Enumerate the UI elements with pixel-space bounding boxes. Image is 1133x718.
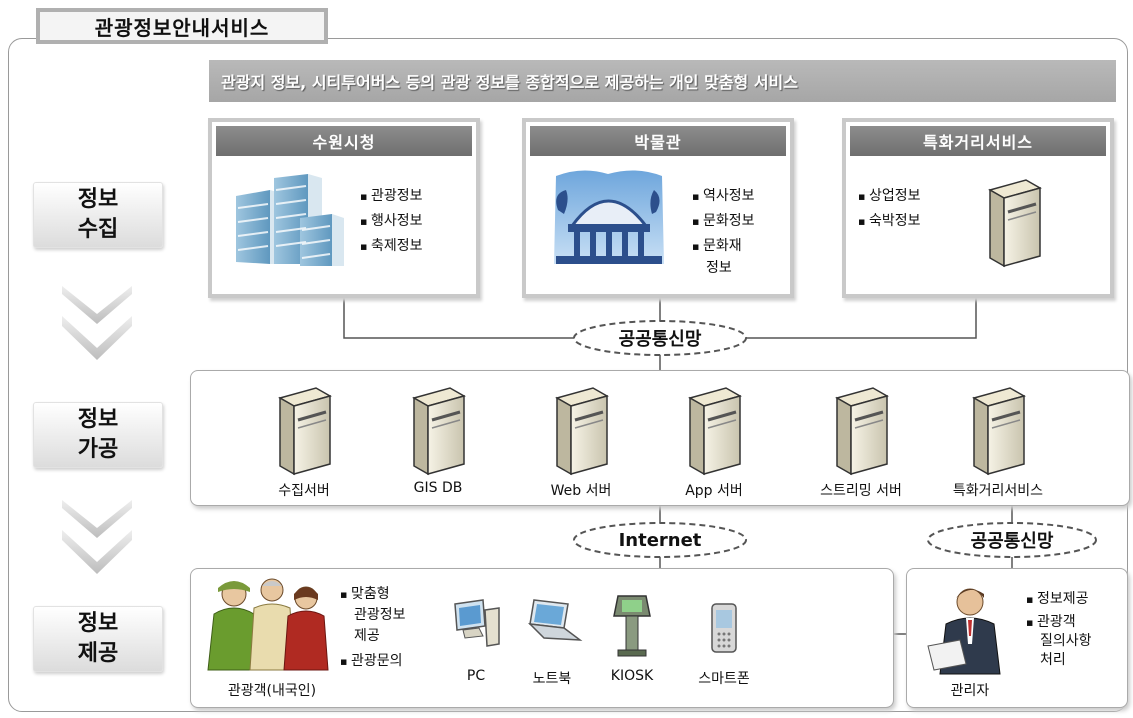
bullet-item: 문화재 xyxy=(692,234,754,259)
source-museum-items: 역사정보 문화정보 문화재 정보 xyxy=(692,184,755,278)
network-internet: Internet xyxy=(618,529,702,551)
pc-icon xyxy=(454,599,500,647)
down-arrow-icon xyxy=(62,500,132,574)
tourists-icon xyxy=(207,578,329,671)
admin-icon xyxy=(927,588,1001,675)
device-label-kiosk: KIOSK xyxy=(610,668,654,684)
bullet-item-cont: 제공 xyxy=(354,628,380,644)
bullet-item: 문화정보 xyxy=(692,209,755,234)
stage-provide-line2: 제공 xyxy=(77,641,119,666)
source-street-items: 상업정보 숙박정보 xyxy=(858,184,921,234)
stage-collect-line2: 수집 xyxy=(77,217,119,242)
tourist-label: 관광객(내국인) xyxy=(227,683,317,699)
bullet-item: 관광정보 xyxy=(360,184,423,209)
server-label: Web 서버 xyxy=(550,483,612,499)
page-title: 관광정보안내서비스 xyxy=(36,8,328,44)
server-label: GIS DB xyxy=(413,480,463,496)
device-label-laptop: 노트북 xyxy=(532,671,572,687)
server-icon xyxy=(278,386,332,476)
server-label: App 서버 xyxy=(685,483,743,499)
bullet-item: 관광문의 xyxy=(340,651,406,672)
kiosk-icon xyxy=(613,595,651,657)
down-arrow-icon xyxy=(62,286,132,360)
source-street-title: 특화거리서비스 xyxy=(850,126,1106,156)
admin-items: 정보제공 관광객 질의사항 처리 xyxy=(1026,590,1092,670)
source-museum-title: 박물관 xyxy=(530,126,786,156)
bullet-item-cont: 관광정보 xyxy=(354,607,406,623)
admin-panel xyxy=(906,568,1128,708)
device-label-pc: PC xyxy=(466,668,486,684)
bullet-item: 맞춤형 xyxy=(340,584,406,605)
server-icon xyxy=(835,386,889,476)
bullet-item: 축제정보 xyxy=(360,234,423,259)
bullet-item-cont: 처리 xyxy=(1040,652,1066,668)
bullet-item: 상업정보 xyxy=(858,184,921,209)
stage-provide-line1: 정보 xyxy=(77,611,119,636)
source-card-street: 특화거리서비스 상업정보 숙박정보 xyxy=(842,118,1114,298)
server-label: 스트리밍 서버 xyxy=(820,483,902,499)
server-label: 특화거리서비스 xyxy=(952,483,1044,499)
bullet-item: 관광객 xyxy=(1026,613,1092,632)
bullet-item: 행사정보 xyxy=(360,209,423,234)
stage-process-line2: 가공 xyxy=(77,437,119,462)
laptop-icon xyxy=(527,599,583,641)
admin-label: 관리자 xyxy=(950,683,990,699)
server-label: 수집서버 xyxy=(278,483,330,499)
museum-icon xyxy=(554,170,664,264)
bullet-item: 정보제공 xyxy=(1026,590,1092,609)
service-banner: 관광지 정보, 시티투어버스 등의 관광 정보를 종합적으로 제공하는 개인 맞… xyxy=(209,60,1116,102)
bullet-item-cont: 정보 xyxy=(706,260,732,276)
source-card-cityhall: 수원시청 관광정보 행사정보 축제정보 xyxy=(208,118,480,298)
source-card-museum: 박물관 역사정보 문화정보 문화재 정보 xyxy=(522,118,794,298)
bullet-item-cont: 질의사항 xyxy=(1040,633,1092,649)
stage-collect-line1: 정보 xyxy=(77,187,119,212)
source-cityhall-title: 수원시청 xyxy=(216,126,472,156)
server-icon xyxy=(555,386,609,476)
building-icon xyxy=(236,174,344,266)
network-public-1: 공공통신망 xyxy=(618,329,702,350)
server-icon xyxy=(972,386,1026,476)
server-icon xyxy=(988,179,1042,268)
device-label-smartphone: 스마트폰 xyxy=(698,671,750,687)
network-public-2: 공공통신망 xyxy=(970,531,1054,552)
tourist-items: 맞춤형 관광정보 제공 관광문의 xyxy=(340,584,406,672)
bullet-item: 숙박정보 xyxy=(858,209,921,234)
server-icon xyxy=(412,386,466,476)
stage-process-line1: 정보 xyxy=(77,407,119,432)
server-icon xyxy=(688,386,742,476)
source-cityhall-items: 관광정보 행사정보 축제정보 xyxy=(360,184,423,259)
smartphone-icon xyxy=(711,603,737,653)
bullet-item: 역사정보 xyxy=(692,184,755,209)
